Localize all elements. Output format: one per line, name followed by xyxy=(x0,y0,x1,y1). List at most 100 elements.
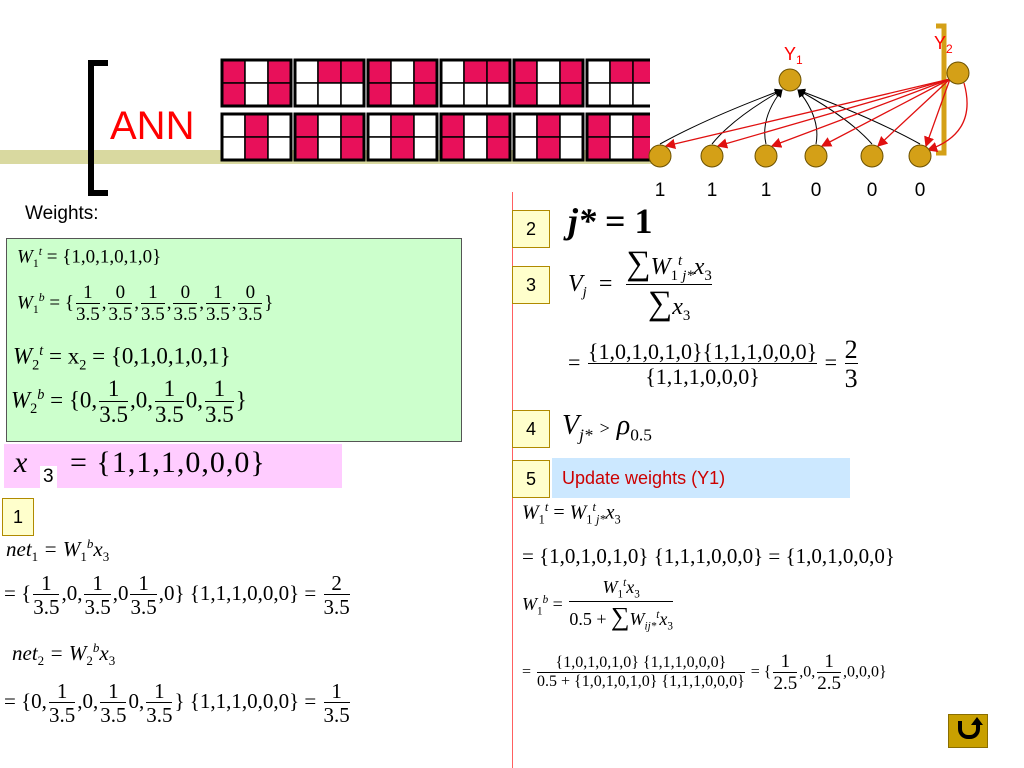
pattern-cell xyxy=(440,82,465,107)
pattern-cell xyxy=(221,82,246,107)
update-weights-label: Update weights (Y1) xyxy=(552,458,850,498)
step-2-badge: 2 xyxy=(512,210,550,248)
pattern-cell xyxy=(390,82,415,107)
w1t-equation: W1t = {1,0,1,0,1,0} xyxy=(17,245,162,271)
pattern-cell xyxy=(294,136,319,161)
net1-definition: net1 = W1bx3 xyxy=(6,536,110,565)
pattern-cell xyxy=(609,82,634,107)
page-title: ANN xyxy=(110,104,195,148)
y2-bracket xyxy=(936,23,947,156)
pattern-cell xyxy=(221,113,246,138)
input-node xyxy=(860,144,884,168)
w1t-update: W1t = W1tj*x3 xyxy=(522,500,621,527)
pattern-cell xyxy=(294,59,319,84)
winner-equation: j* = 1 xyxy=(568,201,653,241)
pattern-cell xyxy=(413,113,438,138)
input-node xyxy=(700,144,724,168)
title-bracket xyxy=(88,60,108,196)
pattern-cell xyxy=(390,59,415,84)
pattern-cell xyxy=(463,113,488,138)
vigilance-calculation: = {1,0,1,0,1,0}{1,1,1,0,0,0}{1,1,1,0,0,0… xyxy=(568,335,858,394)
output-label: Y2 xyxy=(934,33,953,56)
pattern-block xyxy=(585,58,650,108)
pattern-cell xyxy=(317,59,342,84)
pattern-block xyxy=(512,112,585,162)
pattern-cell xyxy=(367,82,392,107)
net2-definition: net2 = W2bx3 xyxy=(12,640,116,669)
pattern-cell xyxy=(440,136,465,161)
y1-connection xyxy=(797,89,873,145)
pattern-block xyxy=(293,58,366,108)
pattern-cell xyxy=(244,113,269,138)
pattern-cell xyxy=(586,113,611,138)
pattern-block xyxy=(439,112,512,162)
pattern-cell xyxy=(609,136,634,161)
pattern-cell xyxy=(513,136,538,161)
pattern-block xyxy=(366,58,439,108)
pattern-cell xyxy=(486,113,511,138)
pattern-cell xyxy=(559,136,584,161)
y1-connection xyxy=(797,88,921,145)
pattern-cell xyxy=(390,113,415,138)
pattern-cell xyxy=(367,113,392,138)
pattern-grid xyxy=(220,58,650,166)
pattern-cell xyxy=(340,82,365,107)
y2-connection xyxy=(820,78,951,147)
pattern-block xyxy=(512,58,585,108)
input-node xyxy=(804,144,828,168)
pattern-cell xyxy=(294,113,319,138)
pattern-cell xyxy=(536,82,561,107)
pattern-cell xyxy=(513,59,538,84)
pattern-cell xyxy=(267,59,292,84)
pattern-cell xyxy=(244,82,269,107)
return-button[interactable] xyxy=(948,714,988,748)
pattern-cell xyxy=(559,59,584,84)
input-value: 0 xyxy=(867,180,878,201)
y2-connection xyxy=(926,82,968,152)
pattern-cell xyxy=(267,136,292,161)
step-1-badge: 1 xyxy=(2,498,34,536)
input-value: 1 xyxy=(655,180,666,201)
pattern-cell xyxy=(486,136,511,161)
step-4-badge: 4 xyxy=(512,410,550,448)
return-icon xyxy=(958,721,980,739)
input-value: 1 xyxy=(707,180,718,201)
pattern-cell xyxy=(513,113,538,138)
pattern-cell xyxy=(513,82,538,107)
pattern-block xyxy=(293,112,366,162)
input-vector-box: x 3 = {1,1,1,0,0,0} xyxy=(4,444,342,488)
pattern-cell xyxy=(586,59,611,84)
pattern-cell xyxy=(536,136,561,161)
y2-connection xyxy=(664,78,951,149)
pattern-cell xyxy=(536,59,561,84)
pattern-cell xyxy=(390,136,415,161)
pattern-cell xyxy=(463,59,488,84)
output-node-1 xyxy=(778,68,802,92)
return-arrowhead xyxy=(971,717,983,725)
pattern-cell xyxy=(559,113,584,138)
pattern-cell xyxy=(486,59,511,84)
input-node xyxy=(648,144,672,168)
pattern-cell xyxy=(609,59,634,84)
vigilance-test: Vj* > ρ0.5 xyxy=(562,410,652,445)
pattern-cell xyxy=(486,82,511,107)
weights-heading: Weights: xyxy=(25,203,99,224)
pattern-cell xyxy=(294,82,319,107)
w2t-equation: W2t = x2 = {0,1,0,1,0,1} xyxy=(13,343,231,374)
pattern-block xyxy=(220,58,293,108)
pattern-cell xyxy=(440,113,465,138)
input-node xyxy=(908,144,932,168)
pattern-block xyxy=(585,112,650,162)
step-3-badge: 3 xyxy=(512,266,550,304)
pattern-cell xyxy=(340,113,365,138)
y2-connection xyxy=(924,78,951,148)
pattern-cell xyxy=(463,82,488,107)
pattern-cell xyxy=(536,113,561,138)
y1-connection xyxy=(797,89,818,145)
y2-connection xyxy=(770,78,951,148)
